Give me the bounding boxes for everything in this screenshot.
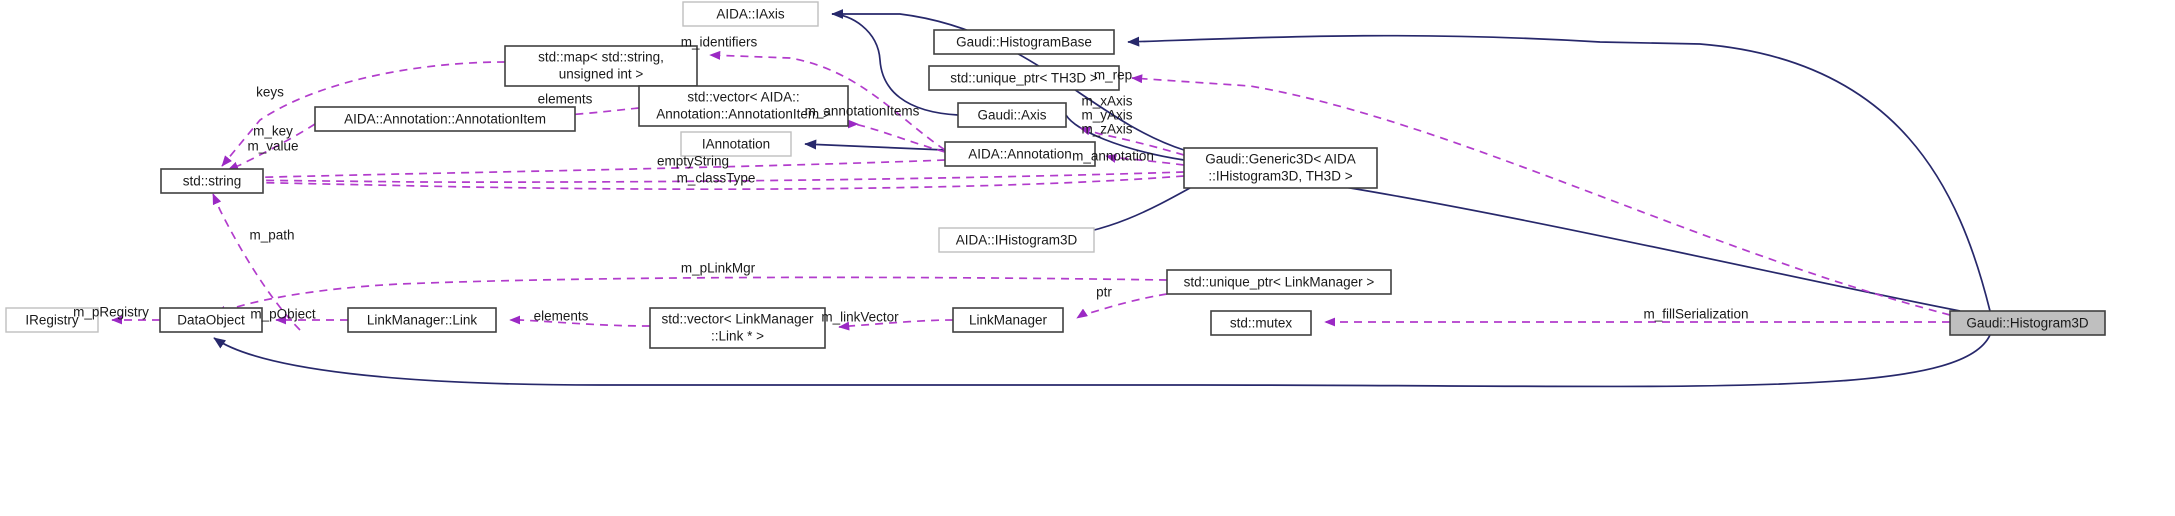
node-label-linkmanager: LinkManager [969,313,1048,328]
node-std-map-string-uint[interactable]: std::map< std::string, unsigned int > [504,45,698,87]
edge-labels: keys m_identifiers elements m_annotation… [73,35,1748,325]
node-label-veclinkptr-line2: ::Link * > [711,329,764,344]
edge-label-elements-lower: elements [534,309,589,324]
edge-label-m-pregistry: m_pRegistry [73,305,149,320]
node-std-mutex[interactable]: std::mutex [1210,310,1312,336]
node-label-aida-ihistogram3d: AIDA::IHistogram3D [956,233,1078,248]
node-label-std-unique-ptr-th3d: std::unique_ptr< TH3D > [950,71,1098,86]
edge-dataobject-to-stdstring-mpath [212,193,301,331]
node-gaudi-histogrambase[interactable]: Gaudi::HistogramBase [933,29,1115,55]
node-label-dataobject: DataObject [177,313,245,328]
node-label-generic3d-line2: ::IHistogram3D, TH3D > [1208,169,1352,184]
edge-label-m-key: m_key [253,124,293,139]
node-label-std-map-line1: std::map< std::string, [538,50,664,65]
edge-generic3d-to-stdstring-secondary [231,171,1185,185]
node-label-iregistry: IRegistry [25,313,79,328]
edge-label-m-zaxis: m_zAxis [1081,122,1132,137]
edge-label-m-rep: m_rep [1094,68,1132,83]
edge-label-m-annotation-items: m_annotationItems [805,104,920,119]
edge-generic3d-to-aidaannotation [1105,154,1185,166]
node-gaudi-generic3d[interactable]: Gaudi::Generic3D< AIDA ::IHistogram3D, T… [1183,147,1378,189]
edge-generic3d-to-gaudiaxis [1079,126,1185,156]
node-label-gaudi-axis: Gaudi::Axis [977,108,1046,123]
edge-label-m-plinkmgr: m_pLinkMgr [681,261,756,276]
usage-edges [111,50,1951,331]
edge-aidaannotation-to-stdmap [709,50,946,151]
node-label-veclinkptr-line1: std::vector< LinkManager [662,312,814,327]
node-std-unique-ptr-th3d[interactable]: std::unique_ptr< TH3D > [928,65,1120,91]
node-dataobject[interactable]: DataObject [159,307,263,333]
node-aida-annotation[interactable]: AIDA::Annotation [944,141,1096,167]
edge-label-ptr: ptr [1096,285,1112,300]
node-iannotation[interactable]: IAnnotation [680,131,792,157]
node-label-vec-annotationitem-line1: std::vector< AIDA:: [687,90,799,105]
edge-label-m-value: m_value [247,139,298,154]
edge-veclinkptr-to-linkmanagerlink [509,315,651,327]
edge-histogram3d-to-dataobject [213,334,1991,388]
edge-label-m-linkvector: m_linkVector [821,310,899,325]
node-std-vector-linkmanager-link-ptr[interactable]: std::vector< LinkManager ::Link * > [649,307,826,349]
nodes: AIDA::IAxis Gaudi::HistogramBase std::ma… [5,1,2106,349]
edge-generic3d-to-stdstring-classtype [231,175,1185,191]
node-label-iannotation: IAnnotation [702,137,770,152]
edge-label-m-path: m_path [249,228,294,243]
edge-stdmap-to-stdstring [221,61,506,167]
node-linkmanager-link[interactable]: LinkManager::Link [347,307,497,333]
node-aida-ihistogram3d[interactable]: AIDA::IHistogram3D [938,227,1095,253]
edge-label-m-yaxis: m_yAxis [1081,108,1132,123]
edge-label-m-pobject: m_pObject [250,307,316,322]
node-label-linkmanager-link: LinkManager::Link [367,313,478,328]
node-iregistry[interactable]: IRegistry [5,307,99,333]
edge-label-m-annotation: m_annotation [1072,149,1154,164]
edge-label-elements-upper: elements [538,92,593,107]
node-label-unique-ptr-linkmanager: std::unique_ptr< LinkManager > [1184,275,1375,290]
edge-label-m-classtype: m_classType [677,171,756,186]
node-label-annotationitem: AIDA::Annotation::AnnotationItem [344,112,546,127]
edge-aidaannotation-to-iannotation [804,139,946,151]
node-label-std-string: std::string [183,174,242,189]
edge-histogram3d-to-uniqueptrth3d [1131,74,1951,316]
node-gaudi-histogram3d[interactable]: Gaudi::Histogram3D [1949,310,2106,336]
edge-label-emptystring: emptyString [657,154,729,169]
edge-label-m-xaxis: m_xAxis [1081,94,1132,109]
node-label-generic3d-line1: Gaudi::Generic3D< AIDA [1205,152,1355,167]
edge-label-m-identifiers: m_identifiers [681,35,758,50]
node-label-vec-annotationitem-line2: Annotation::AnnotationItem > [656,107,831,122]
node-std-unique-ptr-linkmanager[interactable]: std::unique_ptr< LinkManager > [1166,269,1392,295]
edge-annotationitem-to-stdstring [227,123,316,171]
edge-gaudiaxis-to-iaxis [831,13,959,116]
node-label-gaudi-histogrambase: Gaudi::HistogramBase [956,35,1092,50]
node-aida-iaxis[interactable]: AIDA::IAxis [682,1,819,27]
edge-uniqueptrlinkmanager-to-linkmanager [1076,293,1168,319]
edge-aidaannotation-to-stdstring-emptystring [229,159,946,183]
node-label-aida-iaxis: AIDA::IAxis [716,7,785,22]
edge-label-m-fillserialization: m_fillSerialization [1643,307,1748,322]
node-std-string[interactable]: std::string [160,168,264,194]
node-linkmanager[interactable]: LinkManager [952,307,1064,333]
node-label-std-mutex: std::mutex [1230,316,1293,331]
node-label-aida-annotation: AIDA::Annotation [968,147,1072,162]
edge-label-keys: keys [256,85,284,100]
edge-histogram3d-to-histogrambase [1127,34,1991,312]
node-gaudi-axis[interactable]: Gaudi::Axis [957,102,1067,128]
edge-linkmanager-to-veclinkptr [838,319,954,331]
node-label-std-map-line2: unsigned int > [559,67,644,82]
node-aida-annotation-annotationitem[interactable]: AIDA::Annotation::AnnotationItem [314,106,576,132]
edge-generic3d-to-gaudiaxis-solid [1065,114,1185,161]
node-std-vector-annotationitem[interactable]: std::vector< AIDA:: Annotation::Annotati… [638,85,849,127]
node-label-gaudi-histogram3d: Gaudi::Histogram3D [1966,316,2089,331]
